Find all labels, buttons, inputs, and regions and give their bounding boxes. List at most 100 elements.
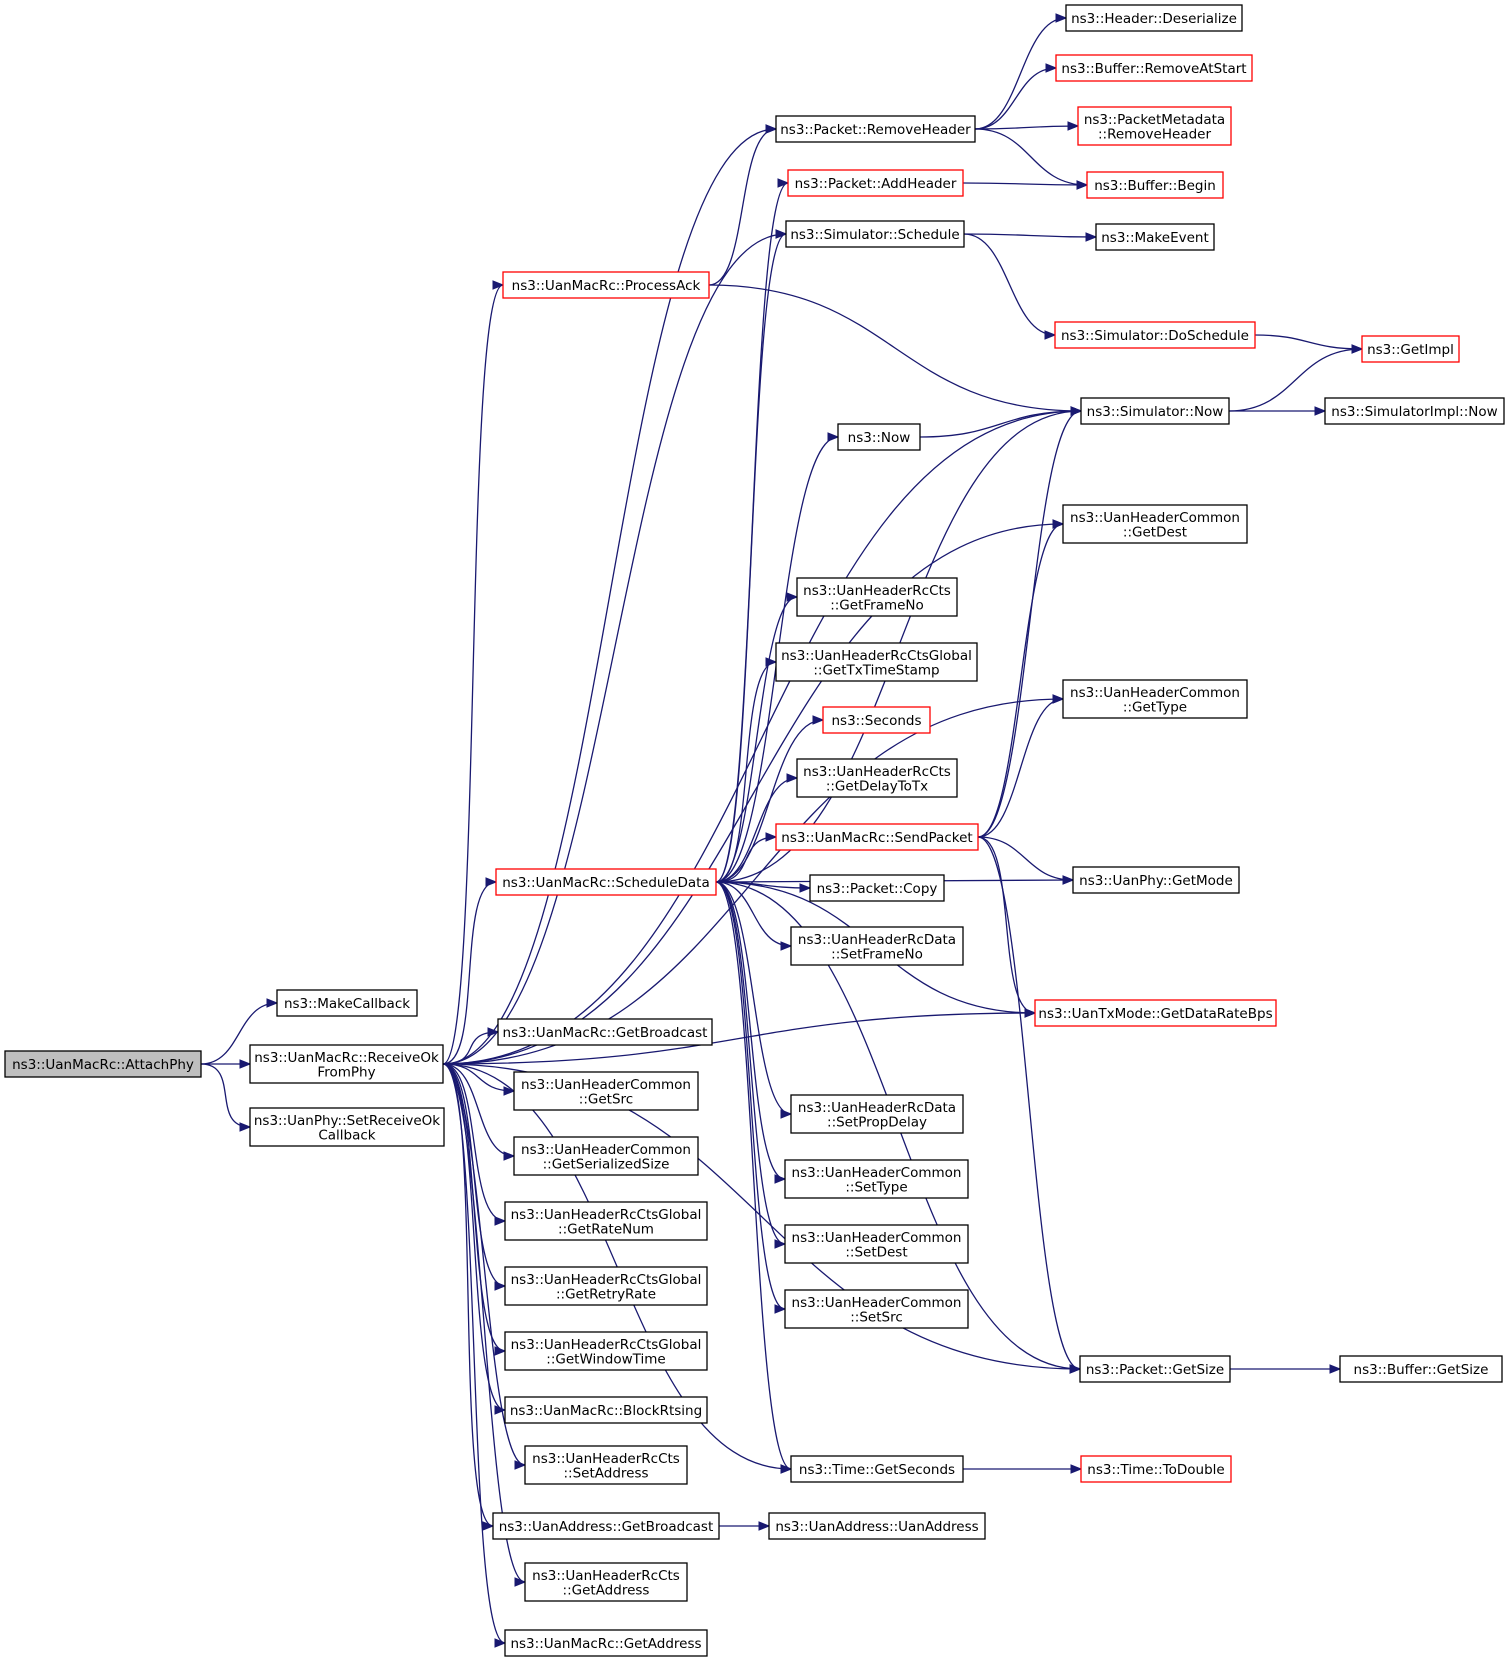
node-setdest[interactable]: ns3::UanHeaderCommon::SetDest bbox=[784, 1224, 969, 1264]
node-label: ns3::UanHeaderRcCts bbox=[532, 1451, 680, 1467]
arrowhead-n_recvok bbox=[239, 1059, 252, 1069]
node-metaremove[interactable]: ns3::PacketMetadata::RemoveHeader bbox=[1077, 106, 1232, 146]
arrowhead-n_todouble bbox=[1070, 1464, 1083, 1474]
node-processack[interactable]: ns3::UanMacRc::ProcessAck bbox=[502, 271, 710, 299]
edge-n_simnow-to-n_getimpl bbox=[1228, 348, 1363, 412]
node-box bbox=[504, 1201, 708, 1241]
node-bufbegin[interactable]: ns3::Buffer::Begin bbox=[1086, 171, 1224, 199]
edge-n_attach-to-n_makecb bbox=[200, 1002, 278, 1065]
node-label: ns3::UanPhy::GetMode bbox=[1079, 873, 1233, 889]
node-label: ns3::UanHeaderCommon bbox=[792, 1295, 962, 1311]
node-gettype[interactable]: ns3::UanHeaderCommon::GetType bbox=[1062, 679, 1248, 719]
node-deserialize[interactable]: ns3::Header::Deserialize bbox=[1065, 4, 1243, 32]
node-setframeno[interactable]: ns3::UanHeaderRcData::SetFrameNo bbox=[790, 926, 964, 966]
node-label: ::GetWindowTime bbox=[546, 1351, 665, 1367]
node-getframeno[interactable]: ns3::UanHeaderRcCts::GetFrameNo bbox=[796, 577, 958, 617]
node-label: ::SetType bbox=[845, 1179, 907, 1195]
node-setaddress[interactable]: ns3::UanHeaderRcCts::SetAddress bbox=[524, 1445, 688, 1485]
node-box bbox=[837, 423, 921, 451]
node-getretry[interactable]: ns3::UanHeaderRcCtsGlobal::GetRetryRate bbox=[504, 1266, 708, 1306]
node-attach[interactable]: ns3::UanMacRc::AttachPhy bbox=[4, 1050, 202, 1078]
node-removeatstart[interactable]: ns3::Buffer::RemoveAtStart bbox=[1055, 54, 1253, 82]
node-getratenum[interactable]: ns3::UanHeaderRcCtsGlobal::GetRateNum bbox=[504, 1201, 708, 1241]
node-getsize[interactable]: ns3::Packet::GetSize bbox=[1079, 1355, 1231, 1383]
edge-n_scheduledata-to-n_setframeno bbox=[715, 881, 792, 947]
node-getwindow[interactable]: ns3::UanHeaderRcCtsGlobal::GetWindowTime bbox=[504, 1331, 708, 1371]
node-label: ::GetSerializedSize bbox=[543, 1156, 670, 1172]
arrowhead-n_getdelay bbox=[786, 773, 799, 783]
arrowhead-n_datarate bbox=[1024, 1008, 1037, 1018]
edge-n_doschedule-to-n_getimpl bbox=[1254, 334, 1363, 350]
node-getdelay[interactable]: ns3::UanHeaderRcCts::GetDelayToTx bbox=[796, 758, 958, 798]
node-label: ns3::Simulator::Schedule bbox=[790, 227, 959, 243]
node-copy[interactable]: ns3::Packet::Copy bbox=[809, 874, 945, 902]
node-settype[interactable]: ns3::UanHeaderCommon::SetType bbox=[784, 1159, 969, 1199]
node-makecb[interactable]: ns3::MakeCallback bbox=[276, 989, 418, 1017]
node-label: ns3::Packet::AddHeader bbox=[795, 176, 957, 192]
edge-n_recvok-to-n_getdest bbox=[442, 523, 1064, 1065]
node-getserial[interactable]: ns3::UanHeaderCommon::GetSerializedSize bbox=[513, 1136, 699, 1176]
node-getbroadcast-mac[interactable]: ns3::UanMacRc::GetBroadcast bbox=[497, 1018, 713, 1046]
node-implnow[interactable]: ns3::SimulatorImpl::Now bbox=[1324, 397, 1505, 425]
edge-n_recvok-to-n_removeheader bbox=[442, 128, 777, 1065]
node-schedule[interactable]: ns3::Simulator::Schedule bbox=[785, 220, 965, 248]
edge-n_recvok-to-n_schedule bbox=[442, 233, 787, 1065]
node-getaddress-mac[interactable]: ns3::UanMacRc::GetAddress bbox=[504, 1629, 708, 1657]
node-label: ns3::Simulator::DoSchedule bbox=[1061, 328, 1249, 344]
node-label: ns3::UanMacRc::SendPacket bbox=[781, 830, 972, 846]
node-datarate[interactable]: ns3::UanTxMode::GetDataRateBps bbox=[1034, 999, 1277, 1027]
node-getdest[interactable]: ns3::UanHeaderCommon::GetDest bbox=[1062, 504, 1248, 544]
node-addheader[interactable]: ns3::Packet::AddHeader bbox=[787, 169, 964, 197]
node-doschedule[interactable]: ns3::Simulator::DoSchedule bbox=[1054, 321, 1256, 349]
node-box bbox=[1062, 504, 1248, 544]
node-getseconds[interactable]: ns3::Time::GetSeconds bbox=[790, 1455, 964, 1483]
arrowhead-n_getsrc bbox=[503, 1086, 516, 1096]
node-addrbroadcast[interactable]: ns3::UanAddress::GetBroadcast bbox=[492, 1512, 720, 1540]
node-seconds[interactable]: ns3::Seconds bbox=[822, 706, 931, 734]
node-setprop[interactable]: ns3::UanHeaderRcData::SetPropDelay bbox=[790, 1094, 964, 1134]
node-box bbox=[524, 1445, 688, 1485]
node-sendpacket[interactable]: ns3::UanMacRc::SendPacket bbox=[775, 823, 979, 851]
node-removeheader[interactable]: ns3::Packet::RemoveHeader bbox=[775, 115, 976, 143]
node-label: ::GetSrc bbox=[579, 1091, 633, 1107]
arrowhead-n_setdest bbox=[774, 1239, 787, 1249]
node-simnow[interactable]: ns3::Simulator::Now bbox=[1080, 397, 1230, 425]
node-makeevent[interactable]: ns3::MakeEvent bbox=[1095, 223, 1215, 251]
node-label: ns3::UanMacRc::GetAddress bbox=[510, 1636, 701, 1652]
arrowhead-n_getbroadcast_mac bbox=[487, 1027, 500, 1037]
node-label: ns3::MakeCallback bbox=[284, 996, 410, 1012]
node-getsrc[interactable]: ns3::UanHeaderCommon::GetSrc bbox=[513, 1071, 699, 1111]
node-box bbox=[495, 868, 717, 896]
node-label: ns3::UanMacRc::ScheduleData bbox=[502, 875, 710, 891]
node-label: ::SetFrameNo bbox=[831, 946, 923, 962]
arrowhead-n_removeheader bbox=[765, 124, 778, 134]
node-label: ns3::UanHeaderCommon bbox=[792, 1165, 962, 1181]
node-scheduledata[interactable]: ns3::UanMacRc::ScheduleData bbox=[495, 868, 717, 896]
node-label: ns3::UanHeaderCommon bbox=[792, 1230, 962, 1246]
edge-n_processack-to-n_removeheader bbox=[708, 128, 777, 286]
node-getimpl[interactable]: ns3::GetImpl bbox=[1361, 335, 1460, 363]
arrowhead-n_getsize bbox=[1069, 1364, 1082, 1374]
arrowhead-n_setframeno bbox=[780, 941, 793, 951]
node-layer: ns3::UanMacRc::AttachPhy ns3::MakeCallbac… bbox=[4, 4, 1505, 1657]
node-now[interactable]: ns3::Now bbox=[837, 423, 921, 451]
node-box bbox=[809, 874, 945, 902]
node-box bbox=[276, 989, 418, 1017]
edge-layer bbox=[200, 13, 1364, 1648]
node-bufsize[interactable]: ns3::Buffer::GetSize bbox=[1339, 1355, 1503, 1383]
node-label: ns3::UanHeaderRcCtsGlobal bbox=[511, 1337, 702, 1353]
edge-n_recvok-to-n_getbroadcast_mac bbox=[442, 1031, 499, 1065]
node-setsrc[interactable]: ns3::UanHeaderCommon::SetSrc bbox=[784, 1289, 969, 1329]
node-blockrts[interactable]: ns3::UanMacRc::BlockRtsing bbox=[504, 1396, 708, 1424]
node-todouble[interactable]: ns3::Time::ToDouble bbox=[1080, 1455, 1232, 1483]
node-label: FromPhy bbox=[317, 1064, 375, 1080]
node-getmode[interactable]: ns3::UanPhy::GetMode bbox=[1072, 866, 1240, 894]
node-getaddress-cts[interactable]: ns3::UanHeaderRcCts::GetAddress bbox=[524, 1562, 688, 1602]
node-uanaddress[interactable]: ns3::UanAddress::UanAddress bbox=[768, 1512, 986, 1540]
node-gettxts[interactable]: ns3::UanHeaderRcCtsGlobal::GetTxTimeStam… bbox=[775, 642, 978, 682]
node-box bbox=[1324, 397, 1505, 425]
node-label: ns3::UanMacRc::GetBroadcast bbox=[503, 1025, 708, 1041]
